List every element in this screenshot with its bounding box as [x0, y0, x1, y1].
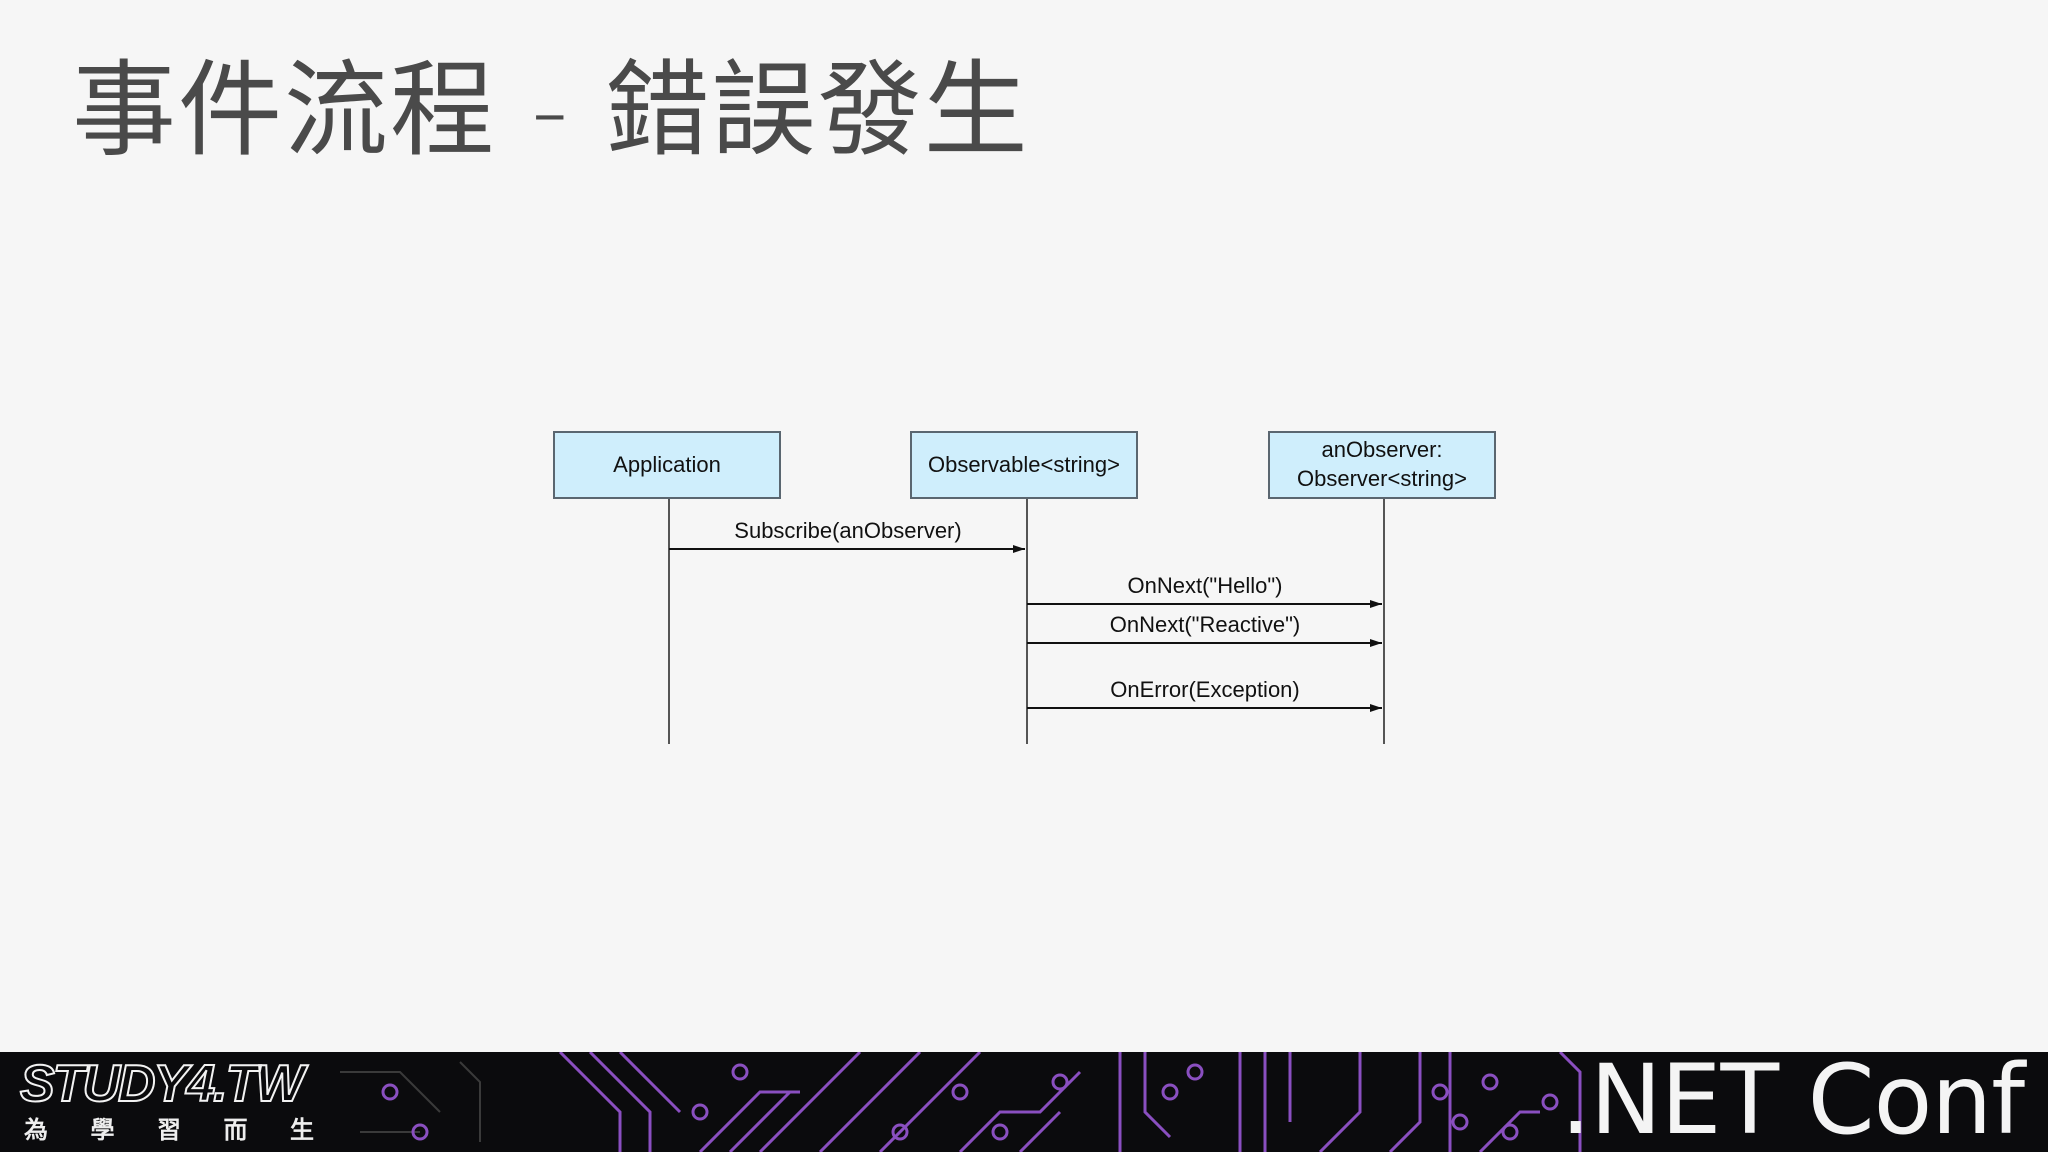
message-onerror: OnError(Exception)	[1027, 677, 1382, 712]
message-subscribe: Subscribe(anObserver)	[669, 518, 1025, 553]
circuit-pattern	[340, 1052, 1582, 1152]
footer-banner: STUDY4.TW 為 學 習 而 生 .NET Conf	[0, 1052, 2048, 1152]
logo-char: 習	[157, 1116, 181, 1144]
participant-label: Observer<string>	[1297, 466, 1467, 491]
message-label: OnNext("Reactive")	[1110, 612, 1300, 637]
logo-char: 生	[290, 1116, 314, 1144]
message-label: Subscribe(anObserver)	[734, 518, 961, 543]
logo-char: 而	[223, 1116, 248, 1144]
participant-application: Application	[553, 431, 781, 499]
message-onnext-hello: OnNext("Hello")	[1027, 573, 1382, 608]
message-label: OnNext("Hello")	[1128, 573, 1283, 598]
logo-char: 為	[24, 1116, 48, 1144]
netconf-brand: .NET Conf	[1560, 1052, 2025, 1152]
message-onnext-reactive: OnNext("Reactive")	[1027, 612, 1382, 647]
logo-tagline: 為 學 習 而 生	[24, 1118, 314, 1142]
logo-text: STUDY4.TW	[19, 1055, 305, 1113]
participant-observable: Observable<string>	[910, 431, 1138, 499]
participant-label: Application	[613, 452, 721, 477]
participant-label: anObserver:	[1321, 437, 1442, 462]
slide-title: 事件流程 - 錯誤發生	[72, 49, 1030, 171]
study4-logo: STUDY4.TW 為 學 習 而 生	[19, 1055, 320, 1148]
participant-label: Observable<string>	[928, 452, 1120, 477]
message-label: OnError(Exception)	[1110, 677, 1300, 702]
participant-observer: anObserver: Observer<string>	[1268, 431, 1496, 499]
logo-char: 學	[90, 1116, 115, 1144]
